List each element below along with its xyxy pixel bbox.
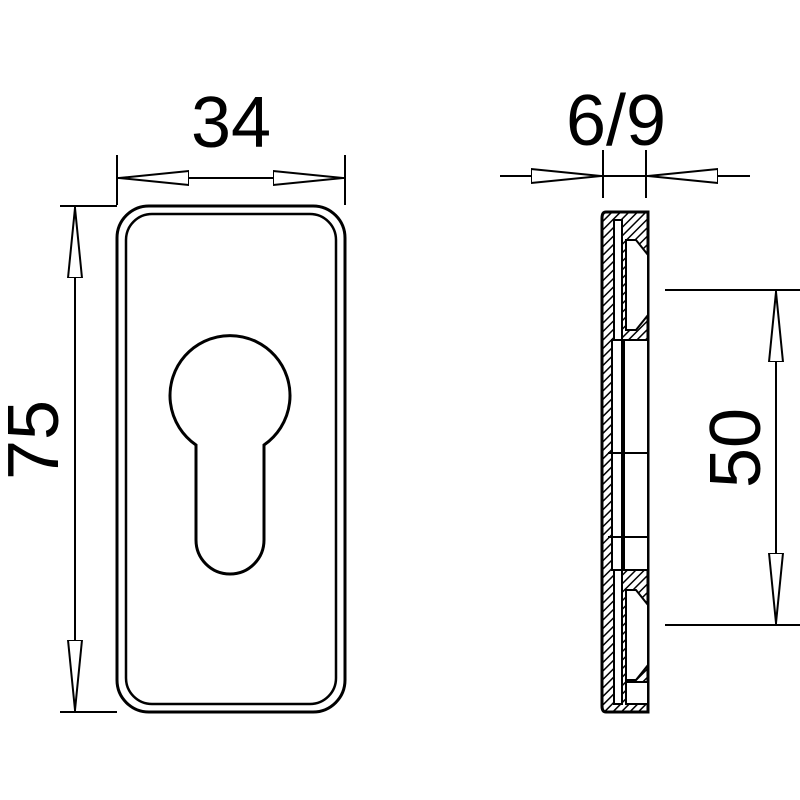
height-dimension-label: 75 [0,400,74,480]
dimension-spacing [665,289,800,626]
escutcheon-outer-outline [115,204,347,714]
escutcheon-inner-outline [124,212,338,706]
side-view [600,210,650,714]
width-dimension-label: 34 [191,83,271,163]
cylinder-keyhole [168,334,292,576]
front-view [115,204,347,714]
thickness-dimension-label: 6/9 [566,81,666,161]
spacing-dimension-label: 50 [696,408,776,488]
dimension-width [116,155,346,205]
dimension-thickness [500,150,750,198]
dimension-height [60,205,117,713]
